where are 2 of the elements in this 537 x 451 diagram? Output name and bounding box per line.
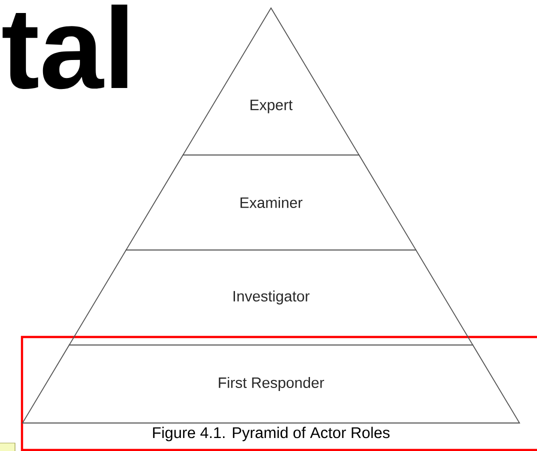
heading-fragment: tal (2, 4, 128, 90)
figure-caption: Figure 4.1. Pyramid of Actor Roles (153, 426, 390, 442)
